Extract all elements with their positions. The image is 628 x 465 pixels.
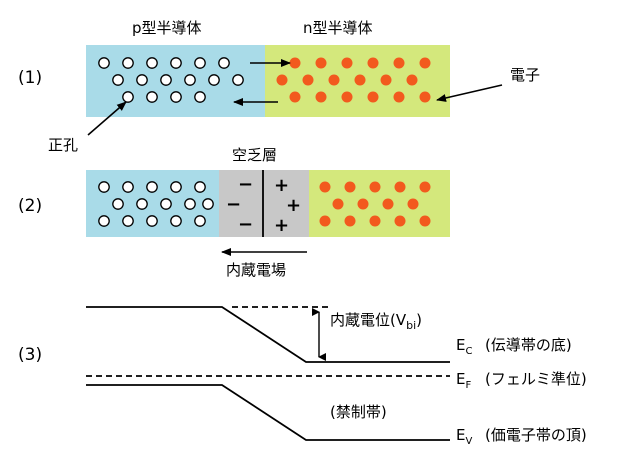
holes-group-1 <box>98 57 244 103</box>
hole-carrier <box>194 91 206 103</box>
hole-carrier <box>122 181 134 193</box>
hole-carrier <box>160 74 172 86</box>
electron-carrier <box>393 57 405 69</box>
electron-carrier <box>302 74 314 86</box>
minus-ion-1: − <box>238 174 253 195</box>
electron-carrier <box>419 91 431 103</box>
electron-carrier <box>407 198 419 210</box>
electron-carrier <box>289 91 301 103</box>
hole-carrier <box>202 198 214 210</box>
hole-carrier <box>112 198 124 210</box>
electron-carrier <box>354 74 366 86</box>
hole-carrier <box>122 215 134 227</box>
depletion-layer-label: 空乏層 <box>232 146 277 164</box>
electron-carrier <box>315 91 327 103</box>
electron-carrier <box>357 198 369 210</box>
electron-carrier <box>382 198 394 210</box>
hole-carrier <box>146 91 158 103</box>
hole-carrier <box>184 74 196 86</box>
depletion-region <box>219 170 309 237</box>
electron-carrier <box>369 215 381 227</box>
hole-carrier <box>194 215 206 227</box>
electron-carrier <box>332 198 344 210</box>
section-1-number: (1) <box>18 68 42 88</box>
hole-carrier <box>122 57 134 69</box>
hole-carrier <box>98 215 110 227</box>
hole-carrier <box>170 91 182 103</box>
minus-ion-2: − <box>226 194 241 215</box>
hole-carrier <box>160 198 172 210</box>
electrons-group-1 <box>276 57 431 103</box>
ev-label: EV <box>456 426 472 447</box>
hole-carrier <box>194 57 206 69</box>
electron-carrier <box>289 57 301 69</box>
built-in-field-label: 内蔵電場 <box>226 261 286 279</box>
electron-carrier <box>341 91 353 103</box>
hole-carrier <box>208 74 220 86</box>
section-3-number: (3) <box>18 345 42 365</box>
ev-description: (価電子帯の頂) <box>485 426 587 444</box>
electrons-group-2 <box>319 181 431 227</box>
p-type-label: p型半導体 <box>132 19 202 37</box>
hole-carrier <box>112 74 124 86</box>
electron-carrier <box>394 215 406 227</box>
electron-carrier <box>394 181 406 193</box>
electron-pointer-arrow <box>436 84 503 102</box>
hole-carrier <box>146 215 158 227</box>
hole-carrier <box>146 57 158 69</box>
hole-pointer-arrow <box>87 101 127 136</box>
hole-carrier <box>184 198 196 210</box>
electron-carrier <box>367 57 379 69</box>
hole-carrier <box>122 91 134 103</box>
electron-carrier <box>419 57 431 69</box>
hole-carrier <box>194 181 206 193</box>
hole-label: 正孔 <box>48 136 78 154</box>
p-type-region-2 <box>86 170 219 237</box>
holes-group-2 <box>98 181 214 227</box>
hole-carrier <box>98 57 110 69</box>
electron-carrier <box>328 74 340 86</box>
hole-carrier <box>170 215 182 227</box>
forbidden-band-label: (禁制帯) <box>330 403 387 421</box>
hole-carrier <box>98 181 110 193</box>
electron-carrier <box>344 215 356 227</box>
electron-carrier <box>341 57 353 69</box>
hole-carrier <box>218 57 230 69</box>
ef-label: EF <box>456 370 471 391</box>
conduction-band-edge <box>86 306 450 363</box>
electron-carrier <box>419 181 431 193</box>
electron-carrier <box>319 215 331 227</box>
hole-carrier <box>136 198 148 210</box>
electron-carrier <box>393 91 405 103</box>
n-type-region-2 <box>309 170 450 237</box>
electron-carrier <box>380 74 392 86</box>
ec-label: EC <box>456 336 472 357</box>
electron-carrier <box>419 215 431 227</box>
section-2-number: (2) <box>18 196 42 216</box>
hole-carrier <box>232 74 244 86</box>
electron-label: 電子 <box>510 66 540 84</box>
electron-carrier <box>315 57 327 69</box>
electron-carrier <box>367 91 379 103</box>
electron-carrier <box>369 181 381 193</box>
built-in-potential-label: 内蔵電位(Vbi) <box>330 311 422 332</box>
hole-carrier <box>170 181 182 193</box>
electron-carrier <box>319 181 331 193</box>
valence-band-edge <box>86 384 450 441</box>
hole-carrier <box>146 181 158 193</box>
electron-carrier <box>344 181 356 193</box>
n-type-label: n型半導体 <box>303 19 373 37</box>
plus-ion-1: + <box>274 175 289 196</box>
electron-carrier <box>406 74 418 86</box>
minus-ion-3: − <box>238 214 253 235</box>
hole-carrier <box>170 57 182 69</box>
ef-description: (フェルミ準位) <box>485 370 587 388</box>
plus-ion-3: + <box>274 215 289 236</box>
hole-carrier <box>136 74 148 86</box>
electron-carrier <box>276 74 288 86</box>
ec-description: (伝導帯の底) <box>485 336 572 354</box>
plus-ion-2: + <box>286 195 301 216</box>
